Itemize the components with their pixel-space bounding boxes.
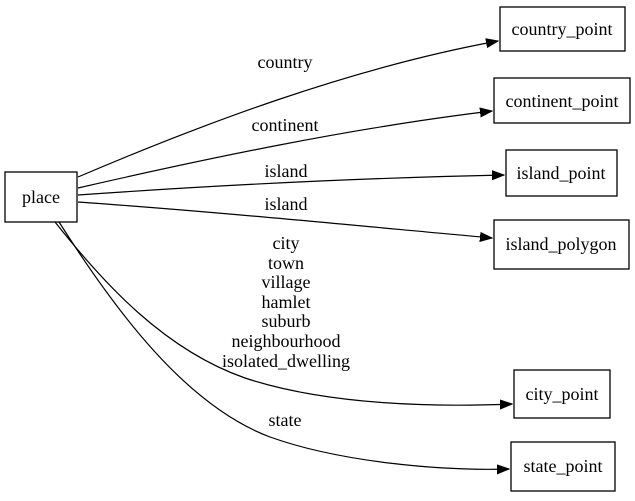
edge-place-state-point xyxy=(58,221,509,469)
edge-place-country-point xyxy=(77,41,498,178)
node-continent-point-label: continent_point xyxy=(506,91,619,111)
edge-labels-layer: country continent island island city tow… xyxy=(222,52,350,430)
edge-label-country: country xyxy=(258,52,313,72)
nodes-layer: place country_point continent_point isla… xyxy=(4,6,631,492)
node-island-polygon-label: island_polygon xyxy=(506,234,617,254)
edge-label-state: state xyxy=(269,410,302,430)
node-country-point-box xyxy=(499,6,626,52)
edge-label-town: town xyxy=(268,253,304,273)
node-state-point-box xyxy=(510,441,616,492)
node-city-point-box xyxy=(513,369,611,419)
node-place: place xyxy=(4,171,78,223)
node-country-point-label: country_point xyxy=(512,19,613,39)
node-place-label: place xyxy=(22,187,60,207)
node-city-point-label: city_point xyxy=(526,384,599,404)
edge-label-suburb: suburb xyxy=(262,311,311,331)
node-island-polygon-box xyxy=(493,219,630,270)
node-state-point-label: state_point xyxy=(524,456,603,476)
edge-label-city-stack: city town village hamlet suburb neighbou… xyxy=(222,233,350,371)
node-island-point: island_point xyxy=(505,149,618,197)
node-place-box xyxy=(4,171,78,223)
edge-place-island-point xyxy=(77,175,504,196)
node-continent-point: continent_point xyxy=(493,77,631,124)
edge-place-continent-point xyxy=(77,111,492,189)
edge-label-isolated-dwelling: isolated_dwelling xyxy=(222,351,350,371)
edge-label-village: village xyxy=(262,272,311,292)
edge-label-continent: continent xyxy=(252,115,319,135)
node-island-point-box xyxy=(505,149,618,197)
edge-label-hamlet: hamlet xyxy=(262,292,311,312)
node-continent-point-box xyxy=(493,77,631,124)
node-country-point: country_point xyxy=(499,6,626,52)
node-city-point: city_point xyxy=(513,369,611,419)
node-island-polygon: island_polygon xyxy=(493,219,630,270)
edge-place-city-point xyxy=(54,221,512,405)
edges-layer xyxy=(54,41,512,469)
edge-label-island-point: island xyxy=(265,161,308,181)
edge-label-neighbourhood: neighbourhood xyxy=(232,331,341,351)
edge-place-island-polygon xyxy=(77,201,492,238)
node-island-point-label: island_point xyxy=(517,163,606,183)
edge-label-island-polygon: island xyxy=(265,194,308,214)
node-state-point: state_point xyxy=(510,441,616,492)
edge-label-city: city xyxy=(273,233,300,253)
